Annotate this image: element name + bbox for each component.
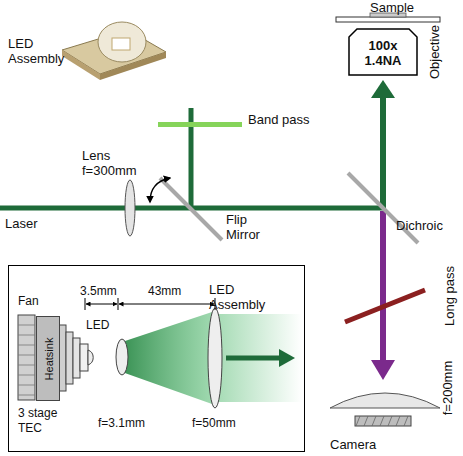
- led-dome: [98, 22, 146, 62]
- part-label: LED: [86, 318, 109, 333]
- output-arrow: [226, 356, 280, 361]
- output-arrowhead: [279, 349, 295, 367]
- heatsink-box: Heatsink: [36, 316, 60, 401]
- part-label: Long pass: [442, 266, 457, 326]
- node-text: Objective: [427, 25, 442, 79]
- fan: [18, 315, 35, 400]
- node-text: 100x 1.4NA: [360, 38, 406, 68]
- part-label: 3.5mm: [80, 284, 117, 299]
- light-cone: [122, 312, 212, 404]
- part-label: Dichroic: [396, 218, 443, 233]
- sensor-hatch: [356, 416, 408, 426]
- part-label: f=200mm: [440, 361, 455, 416]
- tec-stage: [66, 332, 73, 384]
- lens-300: [125, 180, 135, 236]
- sample-slide: [336, 17, 440, 22]
- beam-arrowhead: [371, 360, 395, 380]
- part-label: Flip Mirror: [226, 212, 271, 242]
- part-label: Fan: [18, 294, 39, 309]
- part-label: 43mm: [148, 284, 181, 299]
- lens-3-1: [116, 339, 128, 375]
- node-text: Heatsink: [42, 338, 57, 381]
- band-pass-filter: [158, 122, 242, 127]
- led-chip: [88, 350, 93, 365]
- dimension-line: [86, 304, 117, 305]
- dimension-line: [119, 304, 214, 305]
- objective-shape: [349, 29, 417, 75]
- part-label: f=3.1mm: [98, 416, 145, 431]
- camera-sensor: [355, 416, 411, 426]
- emission-beam: [380, 211, 386, 362]
- tube-lens: [330, 393, 440, 408]
- part-label: Lens f=300mm: [82, 148, 140, 178]
- node-text: LED Assembly: [209, 282, 279, 312]
- dimension-ticks: [85, 298, 215, 310]
- part-label: 3 stage TEC: [18, 406, 68, 436]
- light-collimated: [218, 314, 302, 402]
- part-label: Band pass: [248, 112, 309, 127]
- led-die: [112, 38, 130, 50]
- beam-arrowhead: [371, 80, 395, 98]
- part-label: f=50mm: [192, 416, 236, 431]
- flip-mirror: [160, 178, 222, 240]
- excitation-beam: [380, 96, 386, 208]
- tec-stage: [59, 325, 66, 391]
- lens-50: [208, 308, 222, 408]
- objective-box: 100x 1.4NAObjective: [348, 28, 418, 76]
- part-label: Sample: [370, 0, 414, 15]
- led-photo: [62, 22, 166, 80]
- fan-blades: [18, 325, 35, 395]
- part-label: Laser: [5, 216, 38, 231]
- tec-stage: [73, 338, 80, 378]
- part-label: Camera: [330, 437, 376, 452]
- led-base: [80, 344, 88, 371]
- long-pass-filter: [345, 290, 425, 322]
- led-board-edge: [62, 50, 100, 80]
- part-label: LED Assembly: [8, 36, 68, 66]
- flip-arrow: [150, 178, 170, 202]
